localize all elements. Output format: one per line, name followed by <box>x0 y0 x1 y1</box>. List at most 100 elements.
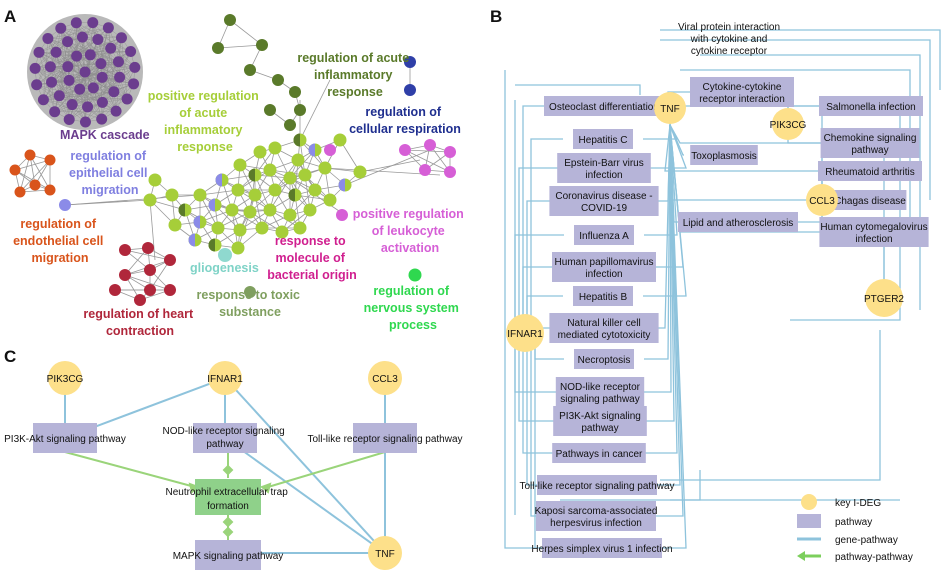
mapk-node <box>84 49 96 61</box>
network-node <box>231 241 245 255</box>
pathway-label: Hepatitis C <box>579 135 628 146</box>
mapk-cascade-cluster <box>27 14 143 130</box>
panel-c-pathways: PI3K-Akt signaling pathway NOD-like rece… <box>4 423 463 570</box>
pathway-box-pi3k <box>33 423 97 453</box>
gene-pathway-edge <box>680 69 911 240</box>
mapk-node <box>115 32 127 44</box>
network-node-half <box>288 188 295 202</box>
pathway-box <box>552 443 646 463</box>
mapk-node <box>71 50 83 62</box>
mapk-node <box>96 113 108 125</box>
gene-pathway-edge <box>643 124 687 297</box>
pathway-node: Hepatitis B <box>573 286 633 306</box>
pathway-box <box>819 96 923 116</box>
pathway-node: Hepatitis C <box>573 129 633 149</box>
network-edge <box>359 159 421 173</box>
network-node <box>399 144 411 156</box>
pathway-node: Influenza A <box>574 225 634 245</box>
mapk-mesh-edge <box>115 67 135 112</box>
mapk-node <box>92 33 104 45</box>
gene-label: PIK3CG <box>770 120 807 131</box>
pathway-label: Cytokine-cytokine <box>703 82 782 93</box>
network-node <box>293 221 307 235</box>
network-edge <box>149 199 156 261</box>
pathway-label: Necroptosis <box>578 355 631 366</box>
pathway-label: Coronavirus disease - <box>555 191 652 202</box>
mapk-node <box>87 17 99 29</box>
pathway-label: Hepatitis B <box>579 292 628 303</box>
mapk-mesh-edge <box>76 22 131 52</box>
pathway-label: Epstein-Barr virus <box>564 158 643 169</box>
network-node <box>283 208 297 222</box>
network-node <box>59 199 71 211</box>
mapk-mesh-edge <box>108 27 117 112</box>
pathway-label: Rheumatoid arthritis <box>825 167 914 178</box>
network-node-half <box>178 203 185 217</box>
mapk-mesh-edge <box>85 98 128 123</box>
pathway-box <box>690 77 794 107</box>
network-edge <box>149 259 171 291</box>
pathway-label: Human papillomavirus <box>555 257 654 268</box>
network-node <box>268 183 282 197</box>
network-edge <box>14 159 51 171</box>
mapk-node <box>76 31 88 43</box>
network-node <box>119 244 131 256</box>
label-gliogenesis: gliogenesis <box>190 261 259 275</box>
mapk-node <box>44 61 56 73</box>
pathway-label: Osteoclast differentiation <box>549 102 659 113</box>
pathway-box <box>549 313 659 343</box>
pathway-box <box>542 538 662 558</box>
pathway-label: Influenza A <box>579 231 629 242</box>
network-node <box>303 203 317 217</box>
pathway-box <box>557 153 651 183</box>
label-bacterial-origin: response to molecule of bacterial origin <box>267 234 357 282</box>
mapk-node <box>121 93 133 105</box>
network-node <box>224 14 236 26</box>
mapk-node <box>29 62 41 74</box>
panel-c-pathway-edges <box>64 451 386 540</box>
network-node-half <box>338 178 345 192</box>
mapk-node <box>105 42 117 54</box>
gene-pathway-edge <box>644 124 687 169</box>
network-edge <box>19 154 31 193</box>
mapk-node <box>62 61 74 73</box>
network-node <box>404 56 416 68</box>
pathway-label: COVID-19 <box>581 203 628 214</box>
pathway-label: Pathways in cancer <box>556 449 643 460</box>
network-node <box>308 183 322 197</box>
pathway-node: Herpes simplex virus 1 infection <box>531 538 673 558</box>
network-node-half <box>248 168 255 182</box>
pathway-label: herpesvirus infection <box>550 518 642 529</box>
network-node <box>272 74 284 86</box>
mapk-node <box>128 78 140 90</box>
network-edge <box>229 19 263 46</box>
network-edge <box>289 177 346 216</box>
pathway-label-pi3k: PI3K-Akt signaling pathway <box>4 434 126 445</box>
pathway-box <box>574 225 634 245</box>
pathway-box-mapk <box>195 540 261 570</box>
pathway-label: Natural killer cell <box>567 318 640 329</box>
label-acute-inflammatory-positive: positive regulation of acute inflammator… <box>148 89 263 154</box>
network-node <box>109 284 121 296</box>
mapk-mesh-edge <box>108 27 134 84</box>
mapk-node <box>82 101 94 113</box>
network-node <box>164 254 176 266</box>
pathway-label: Salmonella infection <box>826 102 916 113</box>
network-node-half <box>208 238 215 252</box>
mapk-node <box>31 79 43 91</box>
gene-node <box>772 108 804 140</box>
legend-pathway-swatch <box>797 514 821 528</box>
gene-pathway-edge <box>515 84 641 95</box>
pathway-label: signaling pathway <box>560 394 640 405</box>
network-node <box>324 144 336 156</box>
mapk-node <box>63 113 75 125</box>
network-node <box>298 168 312 182</box>
network-node <box>244 64 256 76</box>
mapk-node <box>102 22 114 34</box>
